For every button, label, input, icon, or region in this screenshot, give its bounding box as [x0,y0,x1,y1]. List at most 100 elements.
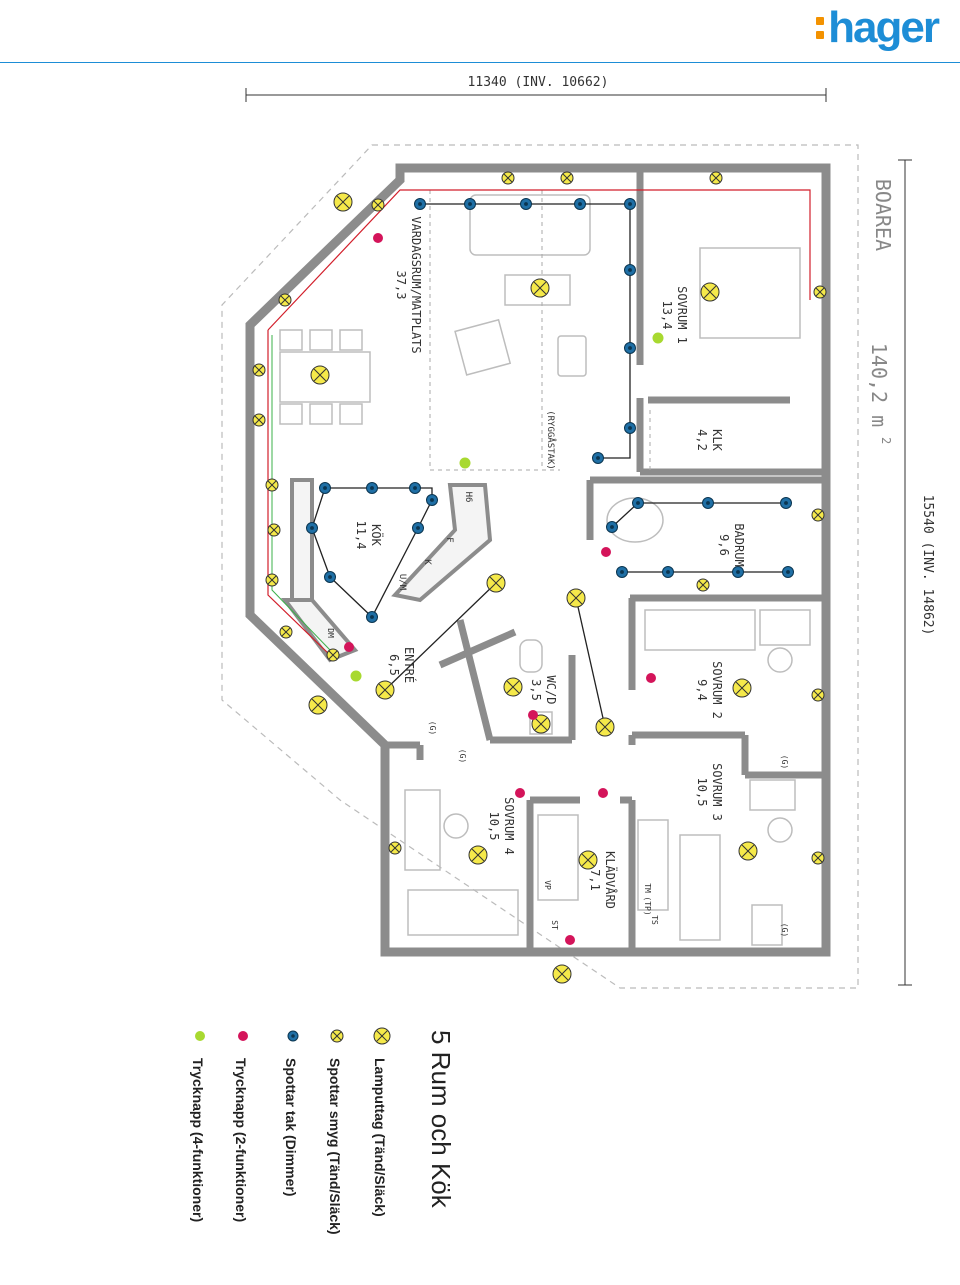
ceiling-spot-icon [624,422,636,434]
room-size: 10,5 [695,778,709,807]
ceiling-spot-icon [520,198,532,210]
pushbutton-4-icon [350,670,362,682]
legend-label: Trycknapp (4-funktioner) [190,1058,206,1222]
red-wiring [267,189,811,656]
dimension-top [245,88,827,102]
ceiling-spot-icon [409,482,421,494]
legend-label: Spottar smyg (Tänd/Släck) [327,1058,343,1235]
lamp-outlet-icon [595,717,615,737]
ceiling-spot-icon [324,571,336,583]
soffit-spot-icon [501,171,515,185]
plan-annotation: (G) [428,721,437,735]
ceiling-spot-icon [574,198,586,210]
pushbutton-2-icon [646,673,656,683]
pushbutton-2-icon [565,935,575,945]
lamp-outlet-icon [468,845,488,865]
plan-annotation-group: VP [543,880,552,890]
soffit-spot-icon [811,851,825,865]
room-name: SOVRUM 2 [710,661,724,719]
ceiling-spot-icon [624,342,636,354]
lamp-outlet-icon [738,841,758,861]
room-size: 3,5 [529,679,543,701]
room-label-group: SOVRUM 310,5 [695,763,724,821]
ceiling-spot-icon [624,264,636,276]
plan-annotation: TM [643,883,652,893]
ceiling-spot-icon [782,566,794,578]
pushbutton-2-icon [373,233,383,243]
soffit-spot-icon [371,198,385,212]
lamp-outlet-icon [308,695,328,715]
room-size: 7,1 [588,869,602,891]
ceiling-spot-icon [319,482,331,494]
legend: Lamputtag (Tänd/Släck) Spottar smyg (Tänd… [190,1027,391,1235]
pushbutton-2-icon [515,788,525,798]
pushbutton-2-icon [601,547,611,557]
plan-annotation-group: TM [643,883,652,893]
ceiling-spot-icon [632,497,644,509]
ceiling-spot-icon [624,198,636,210]
soffit-spot-icon [267,523,281,537]
plan-annotation: VP [543,880,552,890]
pushbutton-4-icon [195,1031,205,1041]
room-name: ENTRÉ [402,647,417,683]
lamp-outlet-icon [578,850,598,870]
ceiling-spot-icon [412,522,424,534]
room-label-group: WC/D3,5 [529,676,558,705]
plan-title: 5 Rum och Kök [426,1030,456,1209]
green-wiring [271,335,331,651]
plan-annotation: (TP) [643,896,652,915]
soffit-spot-icon [560,171,574,185]
ceiling-spot-icon [702,497,714,509]
room-label-group: SOVRUM 113,4 [660,286,689,344]
header-divider [0,62,960,63]
dimension-right [898,159,912,986]
ceiling-spot-icon [780,497,792,509]
legend-item: Trycknapp (4-funktioner) [190,1058,206,1222]
plan-annotation-group: (G) [458,749,467,763]
soffit-spot-icon [265,478,279,492]
pushbutton-4-icon [459,457,471,469]
ceiling-spot-icon [732,566,744,578]
room-name: WC/D [544,676,558,705]
logo-wordmark: hager [828,3,940,52]
lamp-outlet-icon [700,282,720,302]
plan-annotation-group: U/M [397,574,407,591]
soffit-spot-icon [696,578,710,592]
ceiling-spot-icon [662,566,674,578]
legend-label: Lamputtag (Tänd/Släck) [372,1058,388,1217]
soffit-spot-icon [252,363,266,377]
plan-annotation: ST [550,920,559,930]
ceiling-spot-icon [616,566,628,578]
small-labels-layer: (RYGGÅSTAK)H6FKU/MDM(G)(G)(G)(G)TM(TP)TS… [326,410,789,937]
lamp-outlet-icon [732,678,752,698]
ceiling-spot-icon [287,1030,299,1042]
soffit-spot-icon [330,1029,344,1043]
lamp-outlet-icon [503,677,523,697]
room-label-group: SOVRUM 29,4 [695,661,724,719]
roof-outline [221,144,859,989]
ceiling-spot-icon [366,611,378,623]
room-name: SOVRUM 1 [675,286,689,344]
plan-annotation-group: (RYGGÅSTAK) [545,410,557,470]
soffit-spot-icon [279,625,293,639]
plan-annotation-group: H6 [463,492,473,503]
room-name: SOVRUM 4 [502,797,516,855]
pushbutton-2-icon [598,788,608,798]
plan-annotation: U/M [397,574,407,591]
plan-annotation: (G) [458,749,467,763]
room-name: SOVRUM 3 [710,763,724,821]
plan-annotation: TS [650,915,659,925]
hager-logo: hager [816,3,940,52]
pushbutton-2-icon [344,642,354,652]
plan-annotation-group: K [422,559,432,565]
plan-annotation: (G) [780,923,789,937]
ceiling-spot-icon [464,198,476,210]
legend-item: Spottar tak (Dimmer) [283,1058,299,1196]
legend-label: Trycknapp (2-funktioner) [233,1058,249,1222]
lamp-outlet-icon [552,964,572,984]
plan-annotation: K [422,559,432,565]
dimension-right-label: 15540 (INV. 14862) [920,495,935,636]
